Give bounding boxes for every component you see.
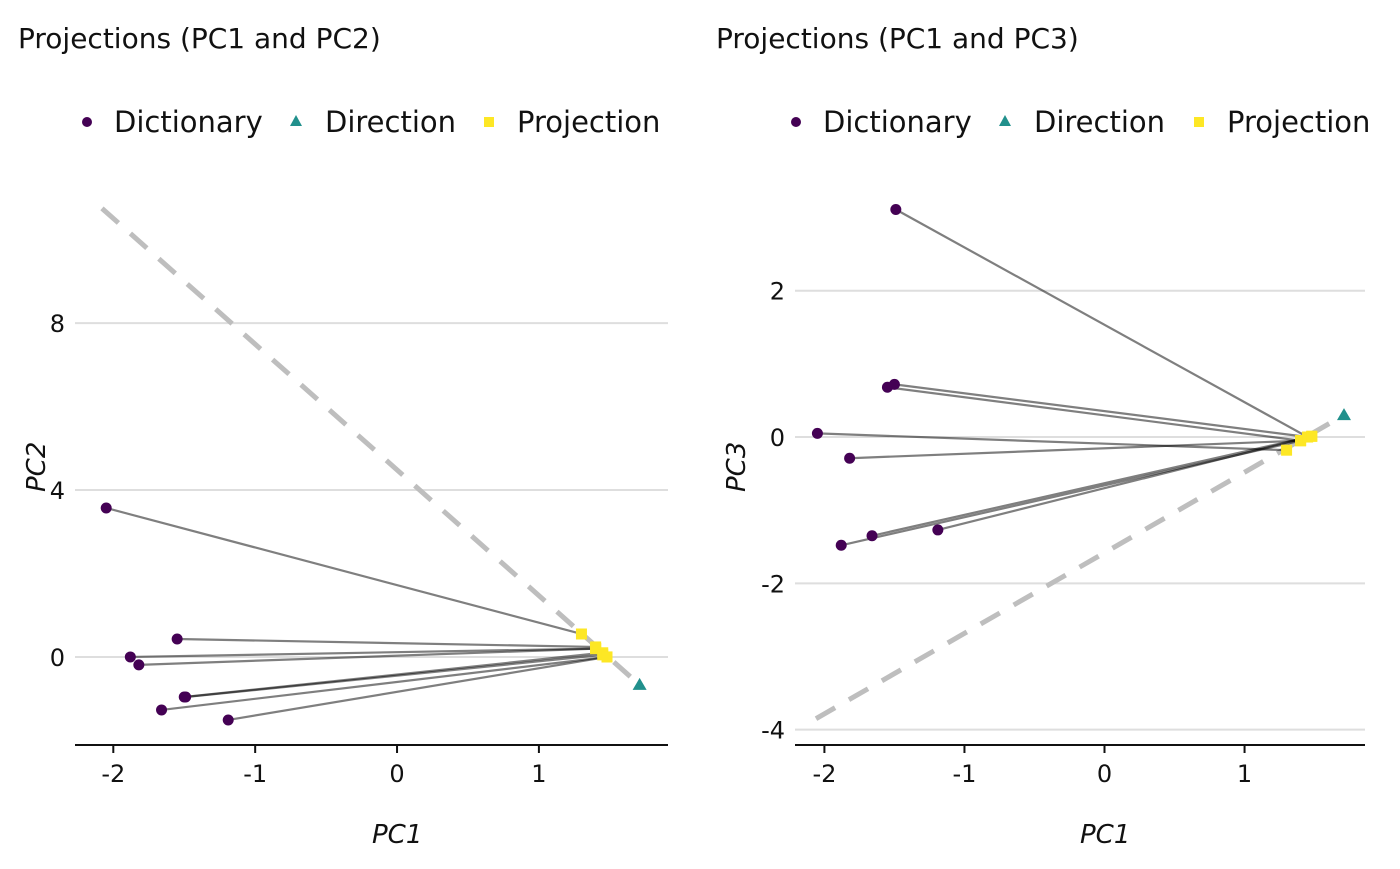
x-axis-label: PC1 bbox=[1080, 820, 1130, 850]
dictionary-point bbox=[124, 651, 136, 663]
dictionary-point bbox=[222, 714, 234, 726]
legend-dictionary-marker bbox=[82, 117, 92, 127]
direction-dashed-line bbox=[814, 412, 1346, 721]
dictionary-point bbox=[100, 502, 112, 514]
x-tick-label: 0 bbox=[389, 760, 404, 788]
legend-projection-label: Projection bbox=[517, 105, 660, 139]
projection-point bbox=[590, 641, 602, 653]
y-axis-label: PC2 bbox=[22, 442, 52, 492]
legend-dictionary-label: Dictionary bbox=[823, 105, 972, 139]
dictionary-point bbox=[133, 659, 145, 671]
plot-area: -4 -2 0 2 -2 -1 0 1 bbox=[761, 204, 1365, 788]
dictionary-point bbox=[811, 427, 823, 439]
chart-title: Projections (PC1 and PC3) bbox=[716, 22, 1079, 55]
projection-segment bbox=[228, 655, 608, 722]
direction-dashed-line bbox=[100, 206, 642, 687]
projection-segment bbox=[105, 506, 582, 636]
legend-projection-marker bbox=[484, 117, 494, 127]
legend: Dictionary Direction Projection bbox=[791, 105, 1370, 139]
projection-segment bbox=[849, 439, 1301, 460]
dictionary-point bbox=[932, 524, 944, 536]
projection-segment bbox=[185, 653, 603, 699]
direction-point bbox=[1336, 408, 1351, 421]
projection-segment bbox=[894, 383, 1308, 439]
x-tick-label: 1 bbox=[531, 760, 546, 788]
dictionary-point bbox=[835, 539, 847, 551]
legend-projection-marker bbox=[1194, 117, 1204, 127]
projection-segment bbox=[895, 208, 1309, 438]
dictionary-point bbox=[844, 452, 856, 464]
dictionary-point bbox=[180, 691, 192, 703]
y-tick-label: -2 bbox=[761, 570, 785, 598]
projection-point bbox=[1306, 430, 1318, 442]
dictionary-point bbox=[156, 704, 168, 716]
y-axis-label: PC3 bbox=[722, 442, 752, 492]
projection-segment bbox=[138, 647, 596, 666]
x-axis-label: PC1 bbox=[372, 820, 422, 850]
x-tick-label: -2 bbox=[101, 760, 125, 788]
legend-dictionary-label: Dictionary bbox=[114, 105, 263, 139]
x-tick-label: 0 bbox=[1097, 760, 1112, 788]
projection-segment bbox=[817, 432, 1287, 452]
x-tick-label: -1 bbox=[243, 760, 267, 788]
projection-point bbox=[575, 628, 587, 640]
legend-direction-label: Direction bbox=[325, 105, 456, 139]
dictionary-point bbox=[890, 204, 902, 216]
dictionary-point bbox=[866, 530, 878, 542]
legend-direction-label: Direction bbox=[1034, 105, 1165, 139]
legend-dictionary-marker bbox=[791, 117, 801, 127]
y-tick-label: 0 bbox=[50, 644, 65, 672]
projection-segment bbox=[161, 655, 608, 712]
x-tick-label: -2 bbox=[812, 760, 836, 788]
y-tick-label: 4 bbox=[50, 477, 65, 505]
plot-area: 0 4 8 -2 -1 0 1 bbox=[50, 206, 668, 788]
legend-direction-marker bbox=[290, 115, 302, 126]
legend-projection-label: Projection bbox=[1227, 105, 1370, 139]
projection-segment bbox=[887, 386, 1301, 442]
dictionary-point bbox=[888, 378, 900, 390]
projection-point bbox=[1281, 444, 1293, 456]
legend-direction-marker bbox=[999, 115, 1011, 126]
legend: Dictionary Direction Projection bbox=[82, 105, 660, 139]
projection-point bbox=[601, 651, 613, 663]
projection-point bbox=[1295, 435, 1307, 447]
y-tick-label: 0 bbox=[770, 424, 785, 452]
y-tick-label: 2 bbox=[770, 278, 785, 306]
dictionary-point bbox=[171, 633, 183, 645]
chart-title: Projections (PC1 and PC2) bbox=[18, 22, 381, 55]
panel-pc1-pc2: Projections (PC1 and PC2) Dictionary Dir… bbox=[18, 22, 668, 850]
y-tick-label: -4 bbox=[761, 717, 785, 745]
panel-pc1-pc3: Projections (PC1 and PC3) Dictionary Dir… bbox=[716, 22, 1370, 850]
projection-segment bbox=[937, 435, 1313, 531]
projection-segment bbox=[130, 647, 596, 659]
projection-segment bbox=[871, 435, 1313, 537]
x-tick-label: -1 bbox=[952, 760, 976, 788]
y-tick-label: 8 bbox=[50, 310, 65, 338]
x-tick-label: 1 bbox=[1237, 760, 1252, 788]
direction-point bbox=[632, 677, 647, 690]
projection-segment bbox=[177, 637, 596, 649]
